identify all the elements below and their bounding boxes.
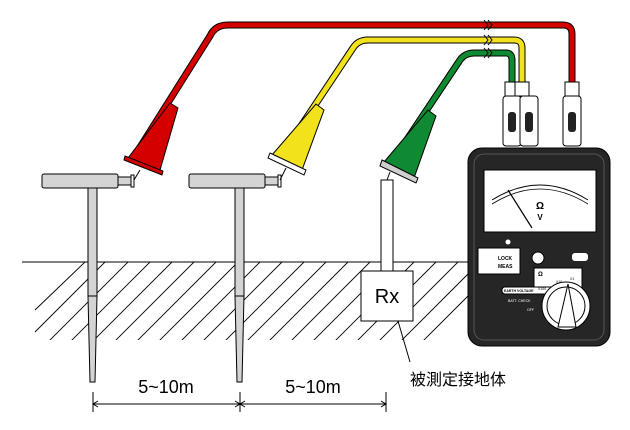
scale-v-symbol: V: [537, 213, 543, 222]
dial-pointer: [557, 283, 577, 328]
red-clip: [123, 102, 179, 181]
meas-label: MEAS: [498, 264, 513, 270]
meter-scale-arc: [491, 184, 589, 201]
earth-spike-2: [188, 173, 282, 383]
target-leader-line: [397, 320, 411, 363]
dimension-lines: [92, 392, 387, 412]
batt-ok-lamp: [505, 239, 511, 245]
earth-voltage-label: EARTH VOLTAGE: [504, 289, 534, 293]
distance-label-1: 5~10m: [138, 377, 194, 397]
rx-box: [360, 270, 414, 322]
red-lead: [134, 21, 576, 154]
green-clip: [379, 109, 437, 184]
green-lead: [397, 49, 516, 152]
earth-tester: [467, 147, 611, 347]
meter-face: [483, 169, 597, 233]
plug-red: [562, 81, 582, 147]
range-ohm-label: Ω: [538, 272, 543, 278]
rx-electrode: [360, 179, 414, 322]
range-x100-label: X100: [538, 287, 546, 291]
rx-label: Rx: [375, 286, 399, 308]
light-button[interactable]: [572, 253, 588, 261]
yellow-clip: [267, 103, 325, 181]
off-label: OFF: [527, 308, 534, 312]
meter-needle: [507, 189, 533, 229]
range-x1-label: X1: [570, 277, 574, 281]
earth-spike-1: [41, 173, 135, 383]
target-label: 被測定接地体: [410, 370, 506, 389]
distance-label-2: 5~10m: [285, 377, 341, 397]
batt-check-label: BATT. CHECK: [508, 299, 531, 303]
range-x10-label: X10: [556, 280, 562, 284]
plug-yellow: [514, 81, 539, 147]
lock-label: LOCK: [498, 256, 513, 262]
yellow-lead: [282, 36, 526, 152]
lock-meas-button[interactable]: [477, 247, 521, 275]
scale-ohm-symbol: Ω: [536, 201, 544, 212]
zero-adjust-knob[interactable]: [531, 251, 545, 265]
cable-break-marks: [483, 19, 493, 59]
